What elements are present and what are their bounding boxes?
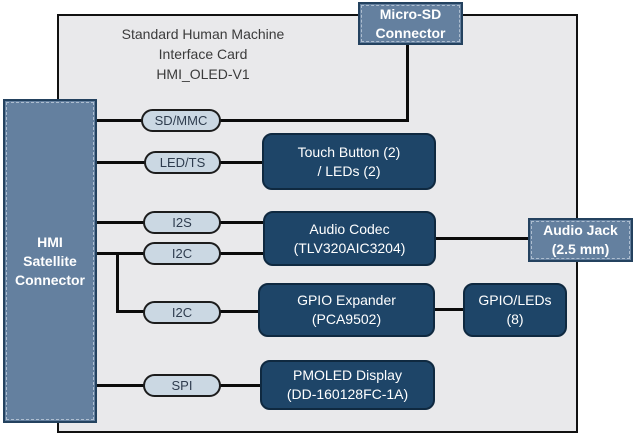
card-title-line-1: Standard Human Machine (121, 26, 285, 42)
block-codec-line-2: (TLV320AIC3204) (293, 239, 406, 256)
block-gpio-leds-line-2: (8) (506, 311, 524, 327)
block-gpio-leds: GPIO/LEDs (8) (463, 283, 567, 337)
block-pmoled-line-1: PMOLED Display (293, 367, 402, 383)
block-hmi-satellite-connector: HMI Satellite Connector (3, 99, 97, 423)
block-gpio-leds-line-1: GPIO/LEDs (478, 292, 552, 308)
card-title-line-2: Interface Card (158, 46, 248, 62)
bus-pill-i2s: I2S (143, 211, 221, 234)
block-pmoled-display: PMOLED Display (DD-160128FC-1A) (260, 360, 435, 410)
wire-i2c-branch-vertical (116, 252, 119, 313)
wire-codec-to-audio-jack (436, 237, 528, 240)
wire-sd-mmc (97, 119, 409, 122)
micro-sd-line-2: Connector (375, 24, 446, 41)
hmi-connector-line-3: Connector (15, 271, 85, 288)
bus-label-led-ts: LED/TS (159, 155, 206, 170)
wire-gpio-expander-to-leds (435, 308, 463, 311)
block-gpio-expander: GPIO Expander (PCA9502) (258, 283, 435, 337)
hmi-connector-line-2: Satellite (23, 252, 77, 269)
bus-pill-spi: SPI (143, 374, 221, 397)
block-touch-buttons-leds: Touch Button (2) / LEDs (2) (262, 133, 436, 190)
block-audio-codec: Audio Codec (TLV320AIC3204) (263, 211, 436, 266)
bus-label-i2c-gpio: I2C (171, 305, 193, 320)
audio-jack-line-2: (2.5 mm) (551, 241, 610, 257)
block-micro-sd-connector: Micro-SD Connector (358, 2, 463, 45)
block-gpio-expander-line-2: (PCA9502) (311, 311, 382, 327)
bus-pill-i2c-audio: I2C (143, 242, 221, 265)
block-touch-line-2: / LEDs (2) (317, 162, 381, 179)
block-gpio-expander-line-1: GPIO Expander (297, 292, 396, 308)
wire-micro-sd-vertical (406, 44, 409, 122)
block-audio-jack: Audio Jack (2.5 mm) (528, 218, 633, 262)
micro-sd-line-1: Micro-SD (379, 5, 442, 22)
bus-label-spi: SPI (171, 378, 193, 393)
hmi-connector-line-1: HMI (37, 233, 63, 250)
bus-label-sd-mmc: SD/MMC (154, 113, 208, 128)
card-title: Standard Human Machine Interface Card HM… (88, 24, 318, 84)
bus-pill-sd-mmc: SD/MMC (141, 109, 221, 132)
bus-pill-i2c-gpio: I2C (143, 301, 221, 324)
bus-label-i2s: I2S (172, 215, 192, 230)
block-touch-line-1: Touch Button (2) (297, 143, 401, 160)
bus-label-i2c-audio: I2C (171, 246, 193, 261)
audio-jack-line-1: Audio Jack (543, 222, 618, 238)
block-pmoled-line-2: (DD-160128FC-1A) (286, 386, 409, 402)
block-codec-line-1: Audio Codec (309, 220, 390, 237)
card-title-line-3: HMI_OLED-V1 (156, 66, 250, 82)
bus-pill-led-ts: LED/TS (144, 151, 221, 174)
